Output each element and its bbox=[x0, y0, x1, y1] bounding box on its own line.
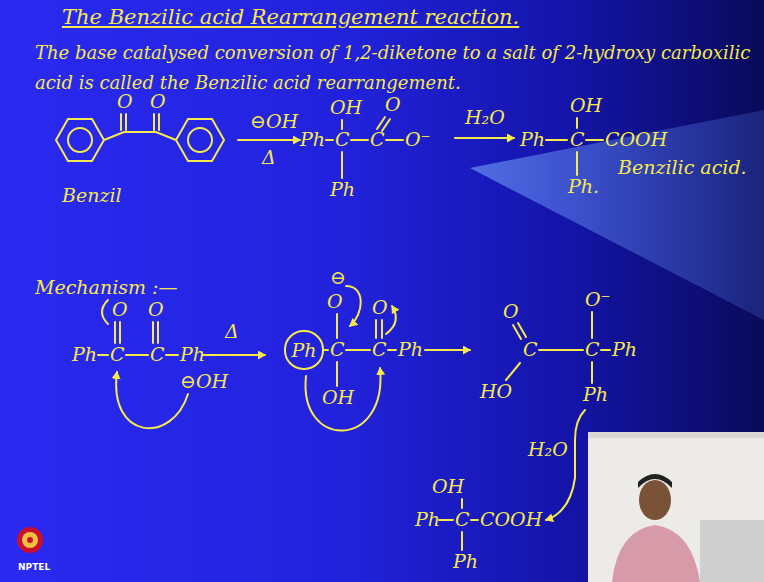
atom-label: Δ bbox=[262, 148, 276, 168]
compound-name: Benzil bbox=[62, 186, 122, 206]
atom-label: C bbox=[455, 510, 470, 530]
circled-group: Ph bbox=[284, 330, 323, 369]
atom-label: Ph bbox=[453, 552, 478, 572]
atom-label: Ph bbox=[583, 385, 608, 405]
atom-label: ⊖ bbox=[330, 268, 346, 288]
atom-label: C bbox=[523, 340, 538, 360]
atom-label: C bbox=[370, 130, 385, 150]
atom-label: C bbox=[150, 345, 165, 365]
atom-label: O bbox=[150, 92, 166, 112]
slide-title: The Benzilic acid Rearrangement reaction… bbox=[62, 6, 519, 28]
atom-label: HO bbox=[480, 382, 512, 402]
atom-label: COOH bbox=[480, 510, 542, 530]
atom-label: O⁻ bbox=[585, 290, 611, 310]
atom-label: O bbox=[503, 302, 519, 322]
atom-label: O bbox=[148, 300, 164, 320]
atom-label: Ph bbox=[300, 130, 325, 150]
video-inset bbox=[588, 432, 764, 582]
atom-label: O bbox=[327, 292, 343, 312]
atom-label: C bbox=[330, 340, 345, 360]
bonds bbox=[56, 114, 610, 550]
logo-text: NPTEL bbox=[18, 563, 50, 572]
atom-label: Ph bbox=[415, 510, 440, 530]
atom-label: C bbox=[110, 345, 125, 365]
atom-label: OH bbox=[570, 96, 602, 116]
compound-name: Benzilic acid. bbox=[618, 158, 747, 178]
atom-label: O bbox=[112, 300, 128, 320]
atom-label: Ph bbox=[398, 340, 423, 360]
atom-label: C bbox=[335, 130, 350, 150]
atom-label: COOH bbox=[605, 130, 667, 150]
atom-label: H₂O bbox=[465, 108, 505, 128]
atom-label: Ph bbox=[520, 130, 545, 150]
definition-text: The base catalysed conversion of 1,2-dik… bbox=[35, 38, 760, 98]
atom-label: O bbox=[117, 92, 133, 112]
atom-label: O bbox=[372, 298, 388, 318]
atom-label: C bbox=[372, 340, 387, 360]
atom-label: Δ bbox=[225, 322, 239, 342]
atom-label: C bbox=[570, 130, 585, 150]
atom-label: O⁻ bbox=[405, 130, 431, 150]
atom-label: OH bbox=[330, 98, 362, 118]
atom-label: Ph. bbox=[568, 177, 599, 197]
atom-label: Ph bbox=[72, 345, 97, 365]
atom-label: H₂O bbox=[528, 440, 568, 460]
atom-label: Ph bbox=[180, 345, 205, 365]
light-wedge bbox=[470, 110, 764, 320]
atom-label: C bbox=[585, 340, 600, 360]
atom-label: ⊖OH bbox=[180, 372, 228, 392]
section-heading: Mechanism :— bbox=[35, 278, 177, 298]
atom-label: ⊖OH bbox=[250, 112, 298, 132]
logo bbox=[17, 527, 43, 553]
atom-label: O bbox=[385, 95, 401, 115]
atom-label: Ph bbox=[330, 180, 355, 200]
atom-label: Ph bbox=[612, 340, 637, 360]
atom-label: Ph bbox=[291, 341, 316, 360]
atom-label: OH bbox=[322, 388, 354, 408]
atom-label: OH bbox=[432, 477, 464, 497]
